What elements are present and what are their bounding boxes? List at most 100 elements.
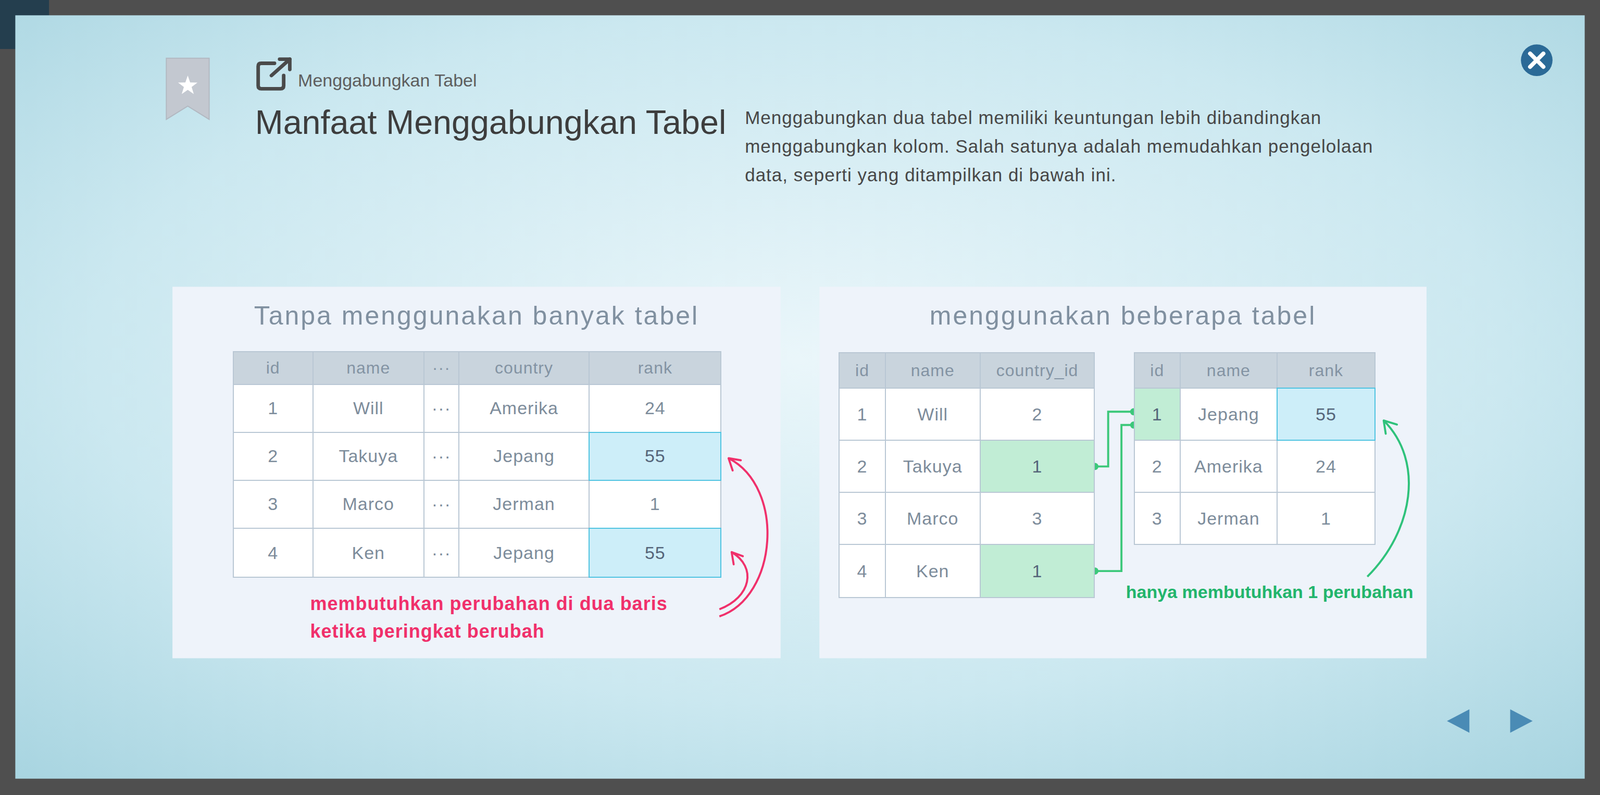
cell-text: 1 [1032,560,1043,582]
table-cell: 1 [838,387,886,441]
table-cell: Takuya [312,431,425,481]
cell-text: Ken [352,542,386,564]
table-cell: 2 [838,439,886,493]
breadcrumb-label: Menggabungkan Tabel [297,69,477,92]
table-header-cell: id [838,352,886,390]
green-arrowhead [1383,420,1397,434]
green-note: hanya membutuhkan 1 perubahan [1126,579,1414,604]
table-cell: Jerman [1179,491,1278,545]
table-cell: 3 [1133,491,1181,545]
cell-text: 2 [1032,403,1043,425]
cell-text: 1 [1032,455,1043,478]
cell-text: 1 [650,493,661,515]
cell-text: ··· [432,357,451,378]
table-cell: 2 [979,387,1095,441]
table-cell: 55 [588,527,722,578]
table-cell: Amerika [1179,439,1278,493]
panel-background [819,286,1427,658]
table-cell: Jepang [458,527,591,578]
connector-line [1094,411,1134,467]
table-cell: 1 [1276,491,1376,545]
close-cross [1530,53,1544,67]
table-cell: Ken [884,543,981,598]
table-cell: Jepang [1179,387,1278,441]
table-cell: Will [312,383,425,433]
key-cell: 1 [979,543,1095,598]
cell-text: Jepang [493,542,555,564]
cell-text: id [855,360,870,381]
table-cell: 3 [979,491,1095,545]
table-header-cell: name [312,351,425,385]
table-header-cell: id [1133,352,1181,390]
table-cell: 2 [1133,439,1181,493]
key-cell: 1 [979,439,1095,493]
table-header-cell: ··· [423,351,460,385]
pink-note: membutuhkan perubahan di dua baris ketik… [310,589,719,645]
table-cell: 3 [232,479,314,529]
table-cell: 4 [232,527,314,578]
description-text: Menggabungkan dua tabel memiliki keuntun… [744,103,1386,190]
cell-text: Amerika [1194,455,1264,478]
cell-text: 55 [644,445,666,467]
table-header-cell: name [884,352,981,390]
close-button [1520,44,1553,77]
cell-text: 3 [857,507,868,530]
connector-line [1094,425,1134,571]
cell-text: name [1206,360,1251,381]
cell-text: 55 [1315,403,1337,425]
table-cell: Jerman [458,479,591,529]
table-cell: Takuya [884,439,981,493]
star-icon [178,75,198,94]
cell-text: 2 [857,455,868,478]
cell-text: 4 [267,542,279,564]
cell-text: rank [638,357,673,378]
cell-text: 1 [1152,403,1163,425]
cell-text: 24 [1315,455,1337,478]
table-cell: 3 [838,491,886,545]
external-link-arrowhead [279,59,291,70]
cell-text: Takuya [903,455,963,478]
table-cell: Marco [884,491,981,545]
cell-text: Ken [916,560,950,582]
key-cell: 1 [1133,387,1181,441]
cell-text: Takuya [338,445,398,467]
cell-text: 3 [1032,507,1043,530]
page-title: Manfaat Menggabungkan Tabel [255,102,727,143]
cell-text: ··· [431,493,452,515]
panel-background [172,286,781,658]
table-cell: 4 [838,543,886,598]
cell-text: 55 [644,542,666,564]
close-cross [1530,53,1544,67]
table-cell: 1 [588,479,722,529]
cell-text: Marco [342,493,395,515]
bookmark-icon [166,58,209,120]
table-cell: 24 [588,383,722,433]
pink-arrowhead [728,458,742,471]
panel-heading: Tanpa menggunakan banyak tabel [177,298,776,333]
table-header-cell: id [232,351,314,385]
table-cell: 55 [588,431,722,481]
table-cell: 55 [1276,387,1376,441]
cell-text: Will [917,403,948,425]
cell-text: 24 [644,397,666,419]
cell-text: 1 [267,397,279,419]
cell-text: 2 [267,445,279,467]
table-header-cell: rank [588,351,722,385]
cell-text: Will [353,397,384,419]
cell-text: rank [1308,360,1344,381]
cell-text: 3 [1152,507,1163,530]
cell-text: name [346,357,391,378]
cell-text: id [1150,360,1165,381]
cell-text: Amerika [489,397,559,419]
pink-arrowhead [731,552,744,565]
pink-arrow [719,458,768,617]
pink-arrow [719,552,748,610]
cell-text: 2 [1152,455,1163,478]
table-cell: 1 [232,383,314,433]
cell-text: name [910,360,955,381]
table-header-cell: name [1179,352,1278,390]
cell-text: ··· [431,397,452,419]
cell-text: 1 [857,403,868,425]
table-cell: Marco [312,479,425,529]
cell-text: ··· [431,445,452,467]
